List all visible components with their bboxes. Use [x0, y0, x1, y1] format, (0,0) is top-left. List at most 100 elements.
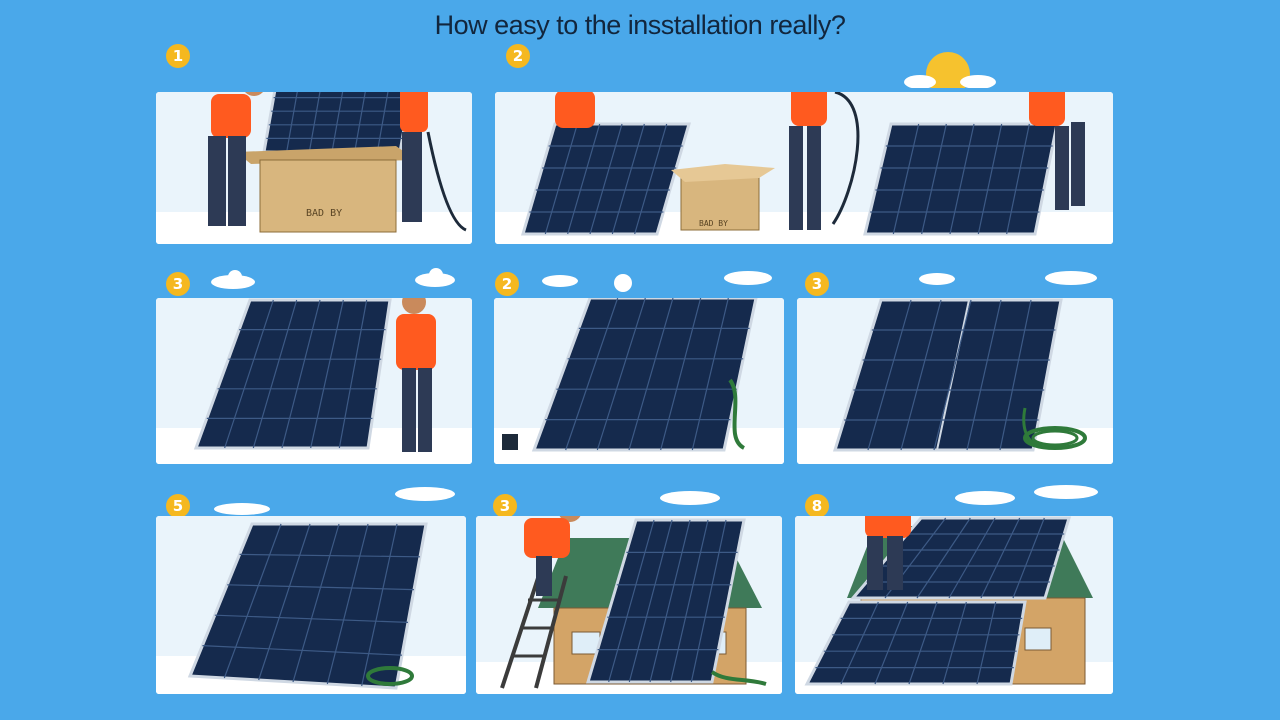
- panel-cell-line: [1006, 123, 1030, 235]
- panel-cell-line: [608, 519, 655, 683]
- cloud-icon: [415, 268, 455, 287]
- cable: [728, 378, 746, 450]
- cloud-icon: [211, 270, 255, 289]
- step-4-illustration: [494, 298, 784, 464]
- cloud-icon: [395, 487, 455, 501]
- step-badge-7: 3: [493, 494, 517, 518]
- solar-panel: [521, 122, 691, 236]
- solar-panel: [193, 298, 392, 450]
- panel-cell-line: [892, 123, 920, 235]
- panel-cell-line: [227, 584, 415, 591]
- panel-cell-line: [840, 601, 879, 685]
- panel-cell-line: [611, 123, 645, 235]
- worker-icon: [1029, 92, 1085, 210]
- panel-cell-line: [949, 123, 975, 235]
- worker-icon: [400, 92, 428, 222]
- worker-icon: [396, 298, 436, 452]
- cloud-icon: [542, 275, 578, 287]
- cable: [710, 670, 767, 686]
- step-2-illustration: BAD BY: [495, 92, 1113, 244]
- panel-cell-line: [933, 299, 972, 451]
- cloud-icon: [1034, 485, 1098, 499]
- panel-cell-line: [258, 523, 311, 681]
- panel-cell-line: [565, 298, 619, 451]
- panel-cell-line: [338, 299, 368, 449]
- panel-cell-line: [634, 123, 668, 235]
- panel-cell-line: [977, 123, 1003, 235]
- panel-cell-line: [223, 523, 282, 679]
- step-badge-2: 2: [506, 44, 530, 68]
- panel-cell-line: [980, 517, 1021, 599]
- cable-coil: [1022, 407, 1087, 450]
- panel-cell-line: [308, 92, 321, 153]
- panel-cell-line: [224, 299, 274, 449]
- panel-cell-line: [1012, 517, 1045, 599]
- solar-panel: [187, 522, 428, 690]
- panel-cell-line: [874, 601, 909, 685]
- page-title: How easy to the insstallation really?: [434, 10, 846, 40]
- panel-cell-line: [544, 123, 578, 235]
- panel-cell-line: [867, 299, 912, 451]
- panel-cell-line: [690, 519, 727, 683]
- step-badge-1: 1: [166, 44, 190, 68]
- solar-panel: [531, 298, 758, 452]
- solar-panel: [832, 298, 1063, 452]
- window-icon: [1024, 627, 1052, 651]
- panel-cell-line: [252, 299, 298, 449]
- solar-panel: [262, 92, 413, 154]
- cardboard-box-icon: BAD BY: [671, 164, 775, 231]
- cloud-icon: [1045, 271, 1097, 285]
- panel-cell-line: [976, 601, 997, 685]
- worker-icon: [555, 92, 595, 128]
- panel-cell-line: [999, 299, 1032, 451]
- panel-cell-line: [948, 517, 996, 599]
- step-6-illustration: [156, 516, 466, 694]
- step-badge-6: 5: [166, 494, 190, 518]
- panel-cell-line: [691, 298, 729, 451]
- cloud-icon: [660, 491, 720, 505]
- worker-icon: [524, 516, 581, 596]
- panel-cell-line: [281, 299, 321, 449]
- panel-cell-line: [670, 519, 709, 683]
- panel-cell-line: [900, 299, 942, 451]
- panel-cell-line: [649, 519, 691, 683]
- ladder-icon: [500, 571, 568, 689]
- box-label: BAD BY: [699, 219, 728, 228]
- panel-cell-line: [202, 645, 403, 656]
- step-5-illustration: [797, 298, 1113, 464]
- panel-cell-line: [326, 523, 369, 685]
- cloud-icon: [724, 271, 772, 285]
- panel-cell-line: [628, 298, 674, 451]
- panel-cell-line: [921, 123, 947, 235]
- panel-cell-line: [376, 92, 389, 153]
- worker-icon: [865, 516, 911, 590]
- panel-cell-line: [214, 614, 409, 623]
- step-1-illustration: BAD BY: [156, 92, 472, 244]
- panel-cell-line: [361, 523, 398, 687]
- step-badge-4: 2: [495, 272, 519, 296]
- panel-cell-line: [660, 298, 702, 451]
- cable-coil: [366, 666, 414, 686]
- step-badge-8: 8: [805, 494, 829, 518]
- cloud-icon: [955, 491, 1015, 505]
- step-8-illustration: [795, 516, 1113, 694]
- worker-icon: [208, 92, 263, 226]
- cable: [426, 131, 467, 232]
- panel-cell-line: [589, 123, 623, 235]
- cloud-icon: [214, 503, 270, 515]
- cloud-icon: [919, 273, 955, 285]
- panel-cell-line: [628, 519, 673, 683]
- panel-cell-line: [292, 523, 340, 683]
- panel-cell-line: [331, 92, 344, 153]
- panel-cell-line: [354, 92, 366, 153]
- panel-cell-line: [966, 299, 1002, 451]
- solar-panel: [863, 122, 1059, 236]
- step-3-illustration: [156, 298, 472, 464]
- panel-cell-line: [286, 92, 298, 153]
- panel-cell-line: [239, 553, 421, 558]
- cable-coil: [831, 92, 860, 225]
- solar-panel: [585, 518, 746, 684]
- panel-cell-line: [942, 601, 967, 685]
- sun-cloud-icon: [904, 52, 996, 88]
- plug-icon: [502, 434, 518, 450]
